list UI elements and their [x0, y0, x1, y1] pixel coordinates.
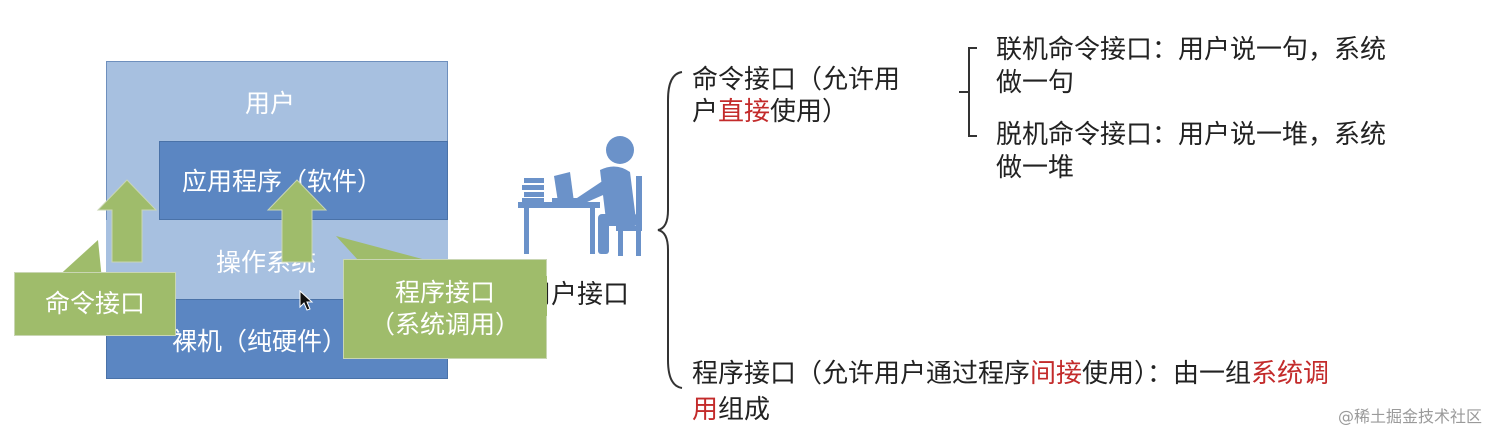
program-interface-line2: 用组成: [692, 395, 771, 425]
command-interface-line1: 命令接口（允许用: [692, 65, 901, 95]
program-callout-line2: （系统调用）: [369, 310, 520, 339]
left-curly-brace: [657, 71, 683, 389]
program-interface-callout: 程序接口 （系统调用）: [343, 259, 547, 359]
user-layer-label: 用户: [245, 89, 296, 118]
command-interface-line2: 户直接使用）: [692, 97, 849, 127]
online-command-line2: 做一句: [996, 68, 1075, 98]
command-callout-pointer: [54, 240, 102, 280]
application-layer-label: 应用程序（软件）: [182, 167, 383, 196]
mouse-cursor-icon: [299, 290, 314, 311]
command-up-arrow: [96, 179, 158, 263]
program-up-arrow: [266, 179, 328, 263]
sub-bracket: [959, 47, 977, 137]
program-callout-pointer: [336, 236, 426, 260]
offline-command-line2: 做一堆: [996, 153, 1075, 183]
program-callout-line1: 程序接口: [394, 277, 495, 307]
hardware-layer-label: 裸机（纯硬件）: [172, 327, 348, 356]
online-command-line1: 联机命令接口：用户说一句，系统: [996, 35, 1387, 65]
watermark: @稀土掘金技术社区: [1338, 407, 1483, 426]
program-interface-line1: 程序接口（允许用户通过程序间接使用）：由一组系统调: [692, 359, 1330, 389]
person-at-computer-icon: [518, 136, 642, 256]
offline-command-line1: 脱机命令接口：用户说一堆，系统: [996, 120, 1387, 150]
command-interface-callout: 命令接口: [14, 272, 176, 336]
callout-overlap: [518, 276, 547, 316]
